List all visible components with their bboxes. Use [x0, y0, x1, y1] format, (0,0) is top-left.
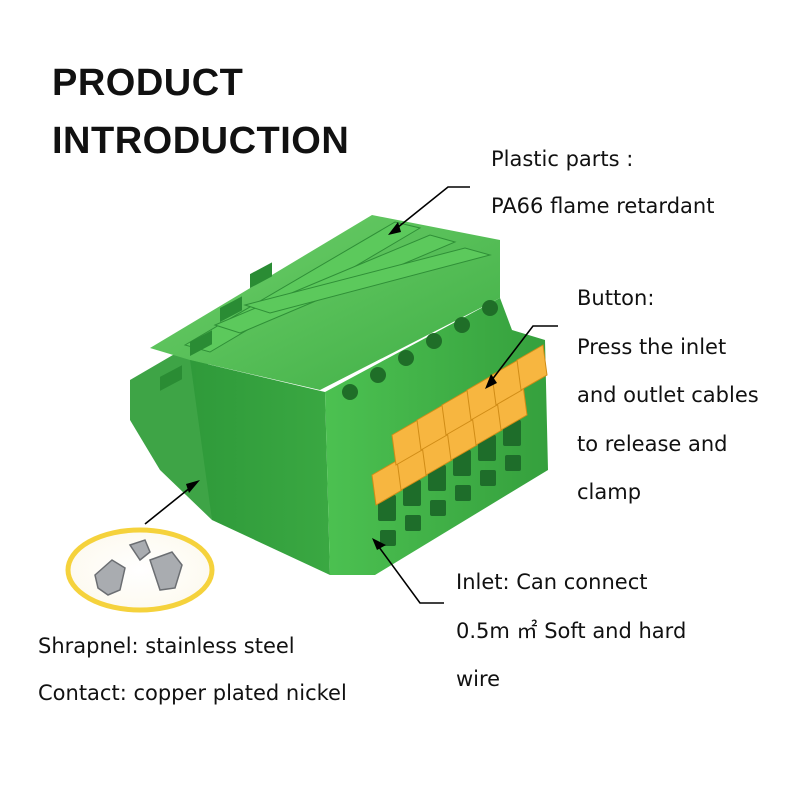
button-callout: Button: Press the inlet and outlet cable… [577, 274, 759, 517]
button-line-5: clamp [577, 480, 642, 504]
plastic-parts-callout: Plastic parts : PA66 flame retardant [491, 136, 714, 230]
button-line-4: to release and [577, 431, 728, 456]
button-line-3: and outlet cables [577, 383, 759, 407]
button-arrow [487, 325, 558, 386]
page-title: PRODUCT INTRODUCTION [52, 54, 349, 170]
plastic-arrow [391, 186, 470, 233]
inlet-line-2: 0.5m ㎡ Soft and hard [456, 618, 687, 643]
release-buttons [371, 344, 548, 506]
title-line-2: INTRODUCTION [52, 120, 350, 162]
terminal-block-connector [130, 215, 548, 575]
housing-ribs [183, 221, 492, 353]
shrapnel-line-2: Contact: copper plated nickel [38, 681, 347, 705]
callout-arrows [144, 186, 558, 604]
housing-front [190, 360, 330, 575]
inlet-arrow [375, 542, 444, 604]
button-line-1: Button: [577, 286, 655, 310]
title-line-1: PRODUCT [52, 62, 244, 104]
shrapnel-arrow [144, 482, 197, 525]
arrow-heads [186, 222, 497, 550]
inlet-line-3: wire [456, 667, 501, 691]
inlet-callout: Inlet: Can connect 0.5m ㎡ Soft and hard … [456, 558, 686, 704]
shrapnel-parts [94, 539, 183, 596]
housing-side-slots [160, 262, 272, 391]
shrapnel-callout: Shrapnel: stainless steel Contact: coppe… [38, 623, 347, 717]
plastic-line-1: Plastic parts : [491, 147, 634, 171]
shrapnel-detail-inset [65, 527, 215, 613]
button-line-2: Press the inlet [577, 334, 727, 359]
shrapnel-line-1: Shrapnel: stainless steel [38, 634, 295, 658]
plastic-line-2: PA66 flame retardant [491, 194, 715, 218]
wire-entry-holes [342, 300, 498, 400]
housing-left-body [130, 345, 212, 520]
inlet-line-1: Inlet: Can connect [456, 570, 648, 594]
